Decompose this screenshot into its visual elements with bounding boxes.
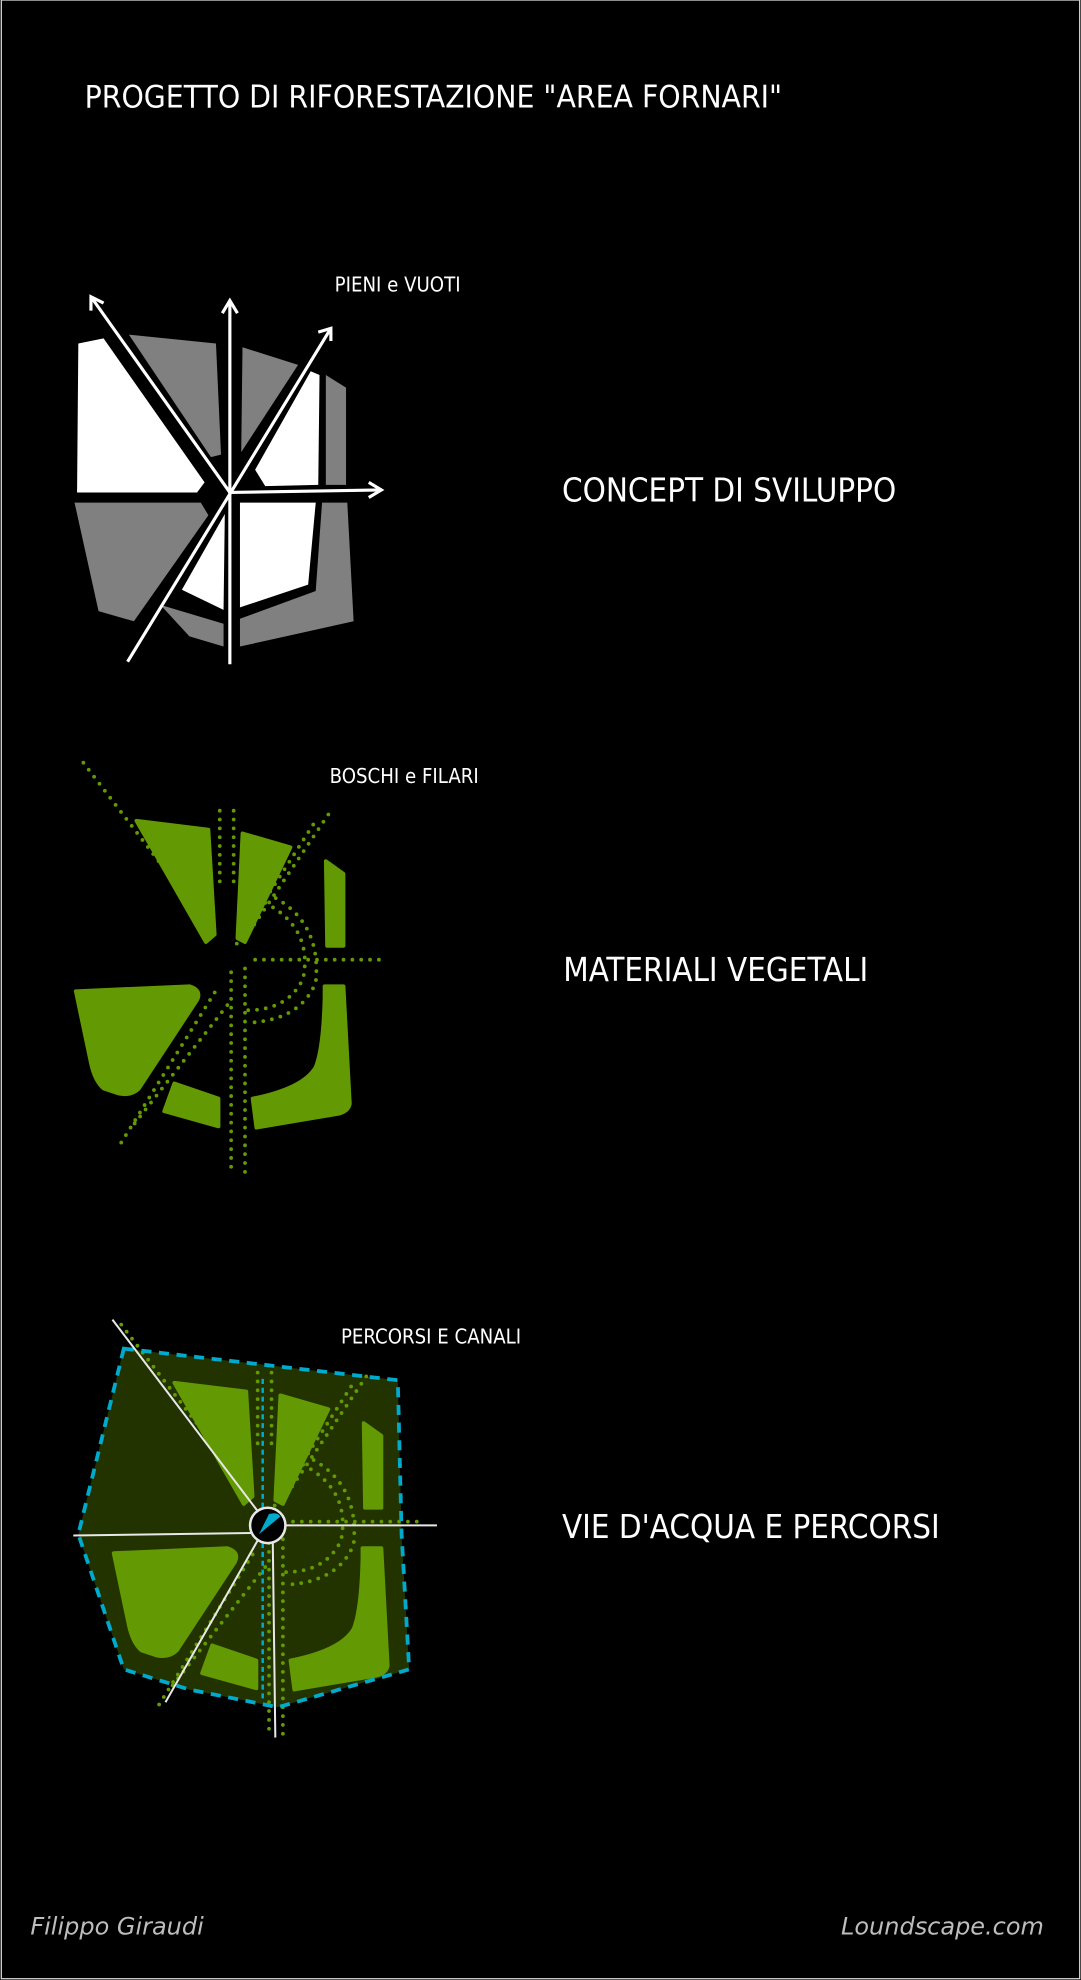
development-axes [89,294,385,665]
heading-vegetation: MATERIALI VEGETALI [563,951,868,989]
white-blocks [77,338,320,610]
paths-water-diagram: PERCORSI E CANALI VIE D'ACQUA E PERCORSI [73,1318,940,1745]
page-title: PROGETTO DI RIFORESTAZIONE "AREA FORNARI… [85,79,782,115]
section-label-boschi-filari: BOSCHI e FILARI [330,764,479,788]
website-credit: Loundscape.com [841,1913,1044,1941]
section-label-pieni-vuoti: PIENI e VUOTI [335,273,461,297]
concept-diagram: PIENI e VUOTI CONCEPT DI SVILUPPO [74,273,896,665]
vegetation-diagram: BOSCHI e FILARI MATERIALI VEGETALI [73,760,868,1183]
gray-blocks [74,334,354,647]
water-canals [76,1346,412,1710]
heading-concept: CONCEPT DI SVILUPPO [562,471,896,509]
water-basin-icon [258,1513,281,1535]
section-label-percorsi-canali: PERCORSI E CANALI [341,1325,521,1349]
heading-paths-water: VIE D'ACQUA E PERCORSI [562,1508,940,1546]
author-signature: Filippo Giraudi [30,1913,204,1941]
